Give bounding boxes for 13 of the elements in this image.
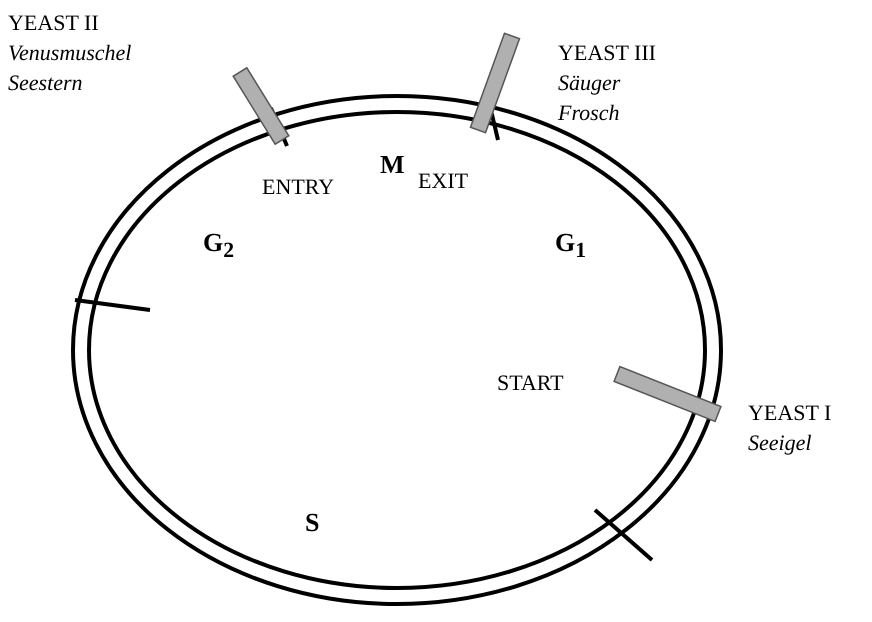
- checkpoint-label: ENTRY: [262, 173, 334, 201]
- species-heading: YEAST III: [558, 39, 656, 67]
- species-list: Säuger Frosch: [558, 68, 668, 128]
- species-heading: YEAST II: [8, 9, 99, 37]
- checkpoint-label: START: [497, 369, 564, 397]
- phase-label: G$_{1}$: [555, 228, 586, 264]
- phase-label: S: [305, 508, 320, 538]
- species-list: Seeigel: [748, 428, 812, 458]
- species-list: Venusmuschel Seestern: [8, 38, 158, 98]
- phase-label: M: [380, 150, 405, 180]
- species-heading: YEAST I: [748, 399, 832, 427]
- phase-label: G$_{2}$: [203, 228, 234, 264]
- checkpoint-label: EXIT: [418, 167, 468, 195]
